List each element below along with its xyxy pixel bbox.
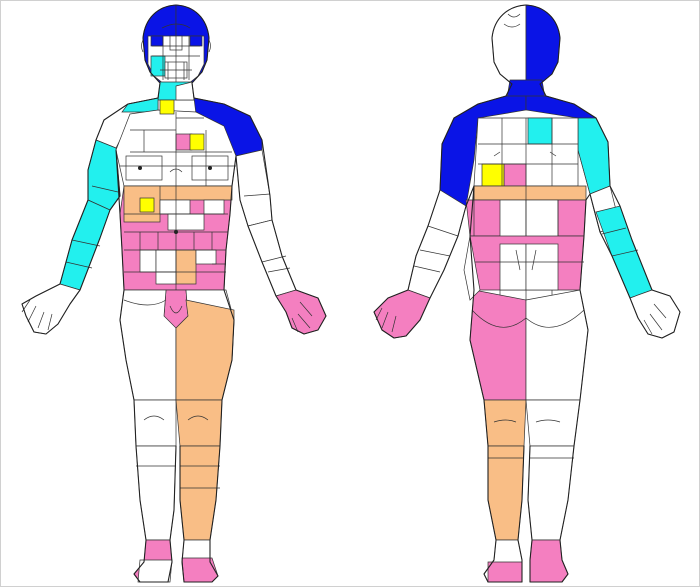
front-forearm-right — [248, 220, 296, 296]
back-buttock-left — [470, 290, 526, 400]
body-outlines — [22, 5, 680, 582]
front-abdomen-white-3 — [204, 200, 224, 214]
front-head — [142, 5, 211, 88]
back-upper-yellow-block — [482, 164, 504, 186]
back-mid-peach-band — [474, 186, 586, 200]
back-head-left — [492, 5, 526, 86]
back-foot-left-pink — [488, 562, 522, 582]
back-shoulder-right-cyan — [578, 118, 610, 194]
back-calf-right — [528, 446, 574, 540]
back-upper-cyan-block — [528, 118, 552, 144]
front-upper-arm-right — [236, 150, 272, 226]
front-shin-right — [180, 446, 220, 540]
front-foot-right-pink — [182, 558, 218, 582]
front-abdomen-white-4 — [140, 250, 156, 272]
front-abdomen-white-2 — [168, 214, 204, 230]
front-abdomen-white-6 — [196, 250, 216, 264]
front-shin-left — [136, 446, 176, 540]
back-body-view — [374, 5, 680, 582]
back-lower-white-1 — [500, 244, 526, 290]
back-head-right — [526, 5, 560, 86]
front-abdomen-yellow-block — [140, 198, 154, 212]
front-chest-yellow-block — [190, 134, 204, 150]
front-abdomen-white-1 — [160, 200, 190, 214]
front-forehead-left — [151, 36, 163, 46]
front-knee-right — [176, 400, 222, 446]
back-knee-left — [484, 400, 526, 446]
front-forehead-right — [190, 36, 202, 46]
back-upper-pink-block — [504, 164, 526, 186]
front-sternum-yellow — [160, 100, 174, 114]
back-knee-right — [526, 400, 580, 446]
back-lower-white-2 — [526, 244, 558, 290]
back-hand-right — [630, 290, 680, 338]
back-buttock-right — [526, 290, 588, 400]
front-chest-pink-block — [176, 134, 192, 150]
front-abdomen-white-7 — [156, 272, 176, 284]
front-hand-right — [276, 290, 326, 334]
back-forearm-left — [408, 226, 458, 298]
front-abdomen-white-5 — [156, 250, 176, 272]
front-abdomen-peach-right — [176, 250, 196, 284]
front-knee-left — [134, 400, 176, 446]
